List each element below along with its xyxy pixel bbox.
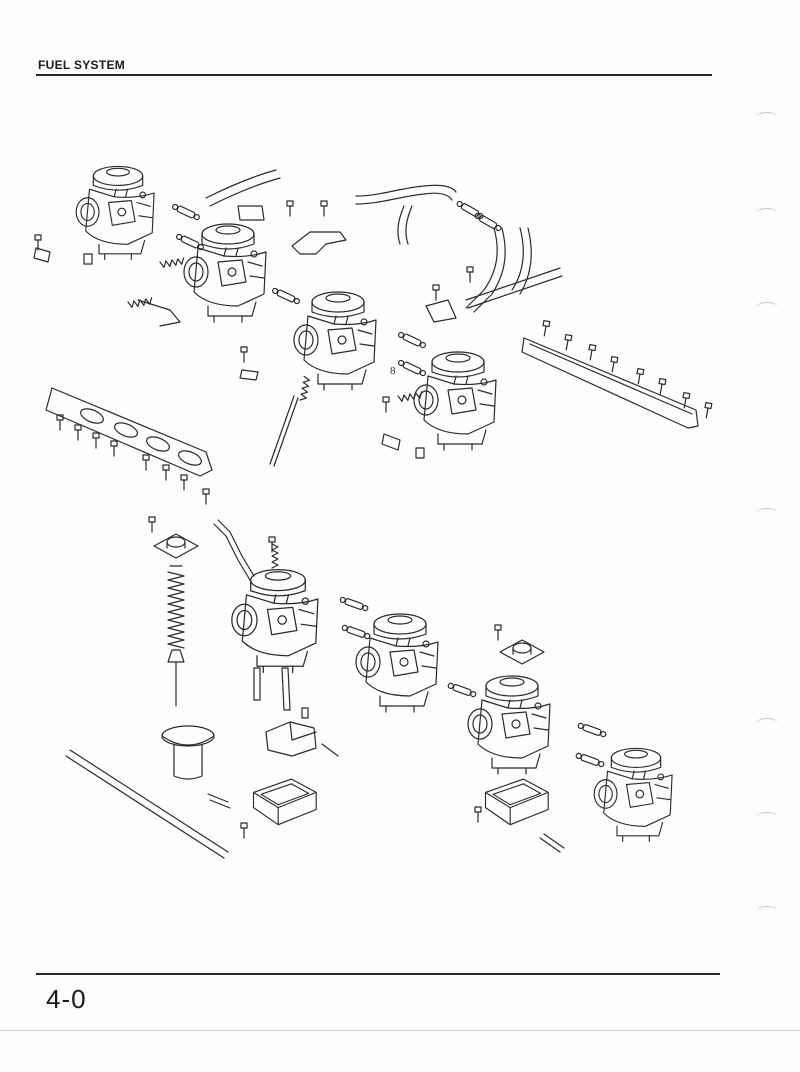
page-tab-mark	[756, 812, 778, 823]
page-number: 4-0	[46, 984, 87, 1014]
callout-number: 8	[390, 365, 396, 377]
upper-assembly	[33, 165, 713, 505]
page-tab-mark	[756, 718, 778, 729]
header-rule	[36, 74, 712, 76]
page-tab-mark	[756, 112, 778, 123]
page-tab-mark	[756, 302, 778, 313]
footer-rule	[36, 973, 720, 975]
page-tab-mark	[756, 906, 778, 917]
page-tab-mark	[756, 208, 778, 219]
lower-assembly	[65, 516, 673, 859]
scan-edge-line	[0, 1030, 800, 1031]
page-tab-mark	[756, 508, 778, 519]
section-title: FUEL SYSTEM	[38, 58, 126, 72]
